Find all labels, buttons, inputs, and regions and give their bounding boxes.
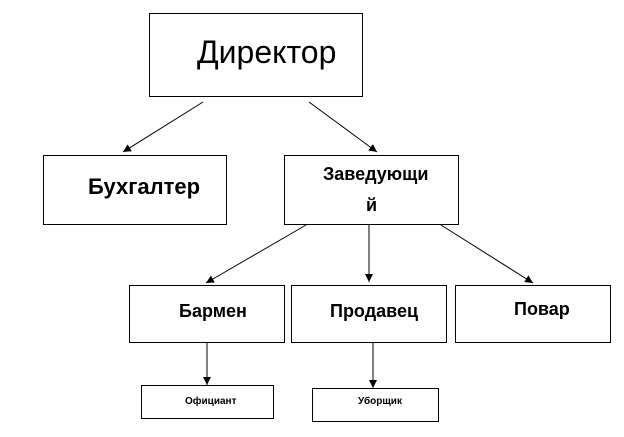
node-cleaner-box <box>312 388 439 422</box>
node-cook-box <box>455 285 611 343</box>
node-cleaner-label: Уборщик <box>358 396 402 407</box>
arrow-manager-cook <box>440 224 534 284</box>
arrow-director-manager <box>308 101 378 153</box>
node-accountant-label: Бухгалтер <box>88 174 201 199</box>
arrow-manager-bartender <box>205 224 307 284</box>
node-bartender-label: Бармен <box>179 301 247 321</box>
node-bartender-box <box>129 285 285 343</box>
node-manager-box <box>284 155 459 225</box>
node-manager-label-line1: Заведующи <box>323 164 429 184</box>
node-manager-label-line2: й <box>366 195 378 215</box>
node-cook-label: Повар <box>514 299 570 319</box>
node-director-box <box>149 13 363 97</box>
node-director-label: Директор <box>197 34 337 70</box>
node-waiter-label: Официант <box>185 396 237 407</box>
node-waiter-box <box>141 385 274 419</box>
node-seller-box <box>291 285 447 343</box>
node-accountant-box <box>43 155 227 225</box>
arrow-director-accountant <box>122 101 204 153</box>
node-seller-label: Продавец <box>330 301 419 321</box>
